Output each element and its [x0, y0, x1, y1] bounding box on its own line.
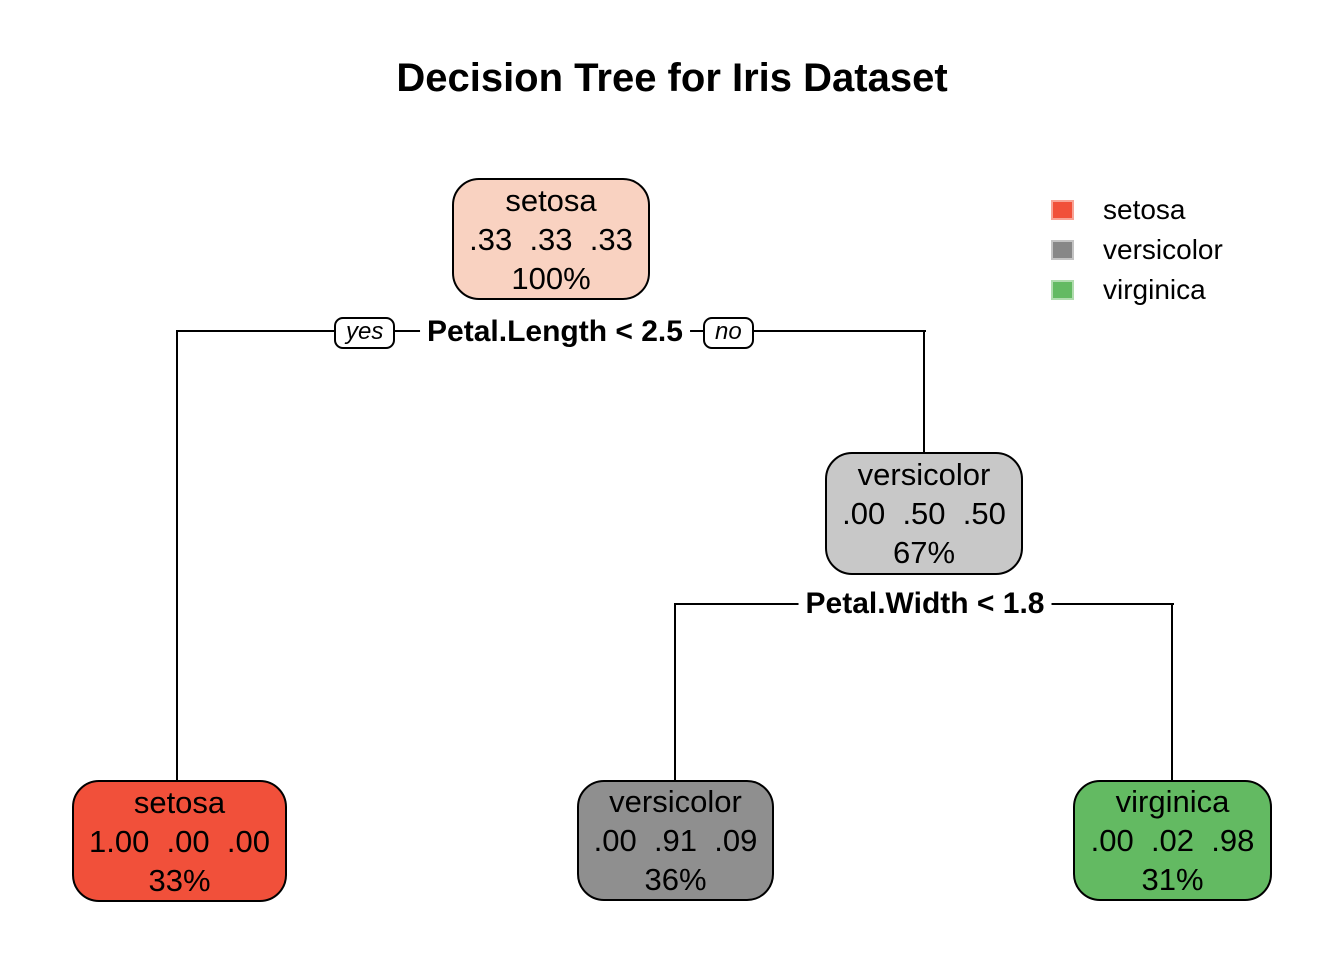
versicolor-color-swatch-icon	[1051, 240, 1074, 260]
edge-split2-left-vertical	[674, 603, 676, 780]
node-class-label: setosa	[505, 182, 597, 218]
node-coverage: 31%	[1141, 862, 1204, 897]
edge-split2-right-vertical	[1171, 603, 1173, 780]
setosa-color-swatch-icon	[1051, 200, 1074, 220]
node-class-label: setosa	[133, 784, 226, 820]
edge-no-branch-vertical	[923, 330, 925, 453]
legend-label: versicolor	[1103, 234, 1223, 265]
node-probabilities: .33 .33 .33	[469, 221, 633, 257]
split1-condition: Petal.Length < 2.5	[420, 316, 690, 348]
node-probabilities: .00 .91 .09	[593, 823, 758, 858]
node-probabilities: 1.00 .00 .00	[89, 823, 270, 859]
tree-node-internal-versicolor: versicolor .00 .50 .50 67%	[825, 452, 1023, 575]
legend-label: virginica	[1103, 274, 1206, 305]
legend-item-versicolor: versicolor	[1051, 230, 1223, 270]
node-coverage: 36%	[644, 862, 707, 897]
no-branch-label: no	[703, 317, 754, 349]
yes-branch-label: yes	[334, 317, 396, 349]
legend: setosa versicolor virginica	[1051, 190, 1223, 310]
node-probabilities: .00 .50 .50	[842, 496, 1006, 531]
node-class-label: versicolor	[609, 784, 742, 819]
node-probabilities: .00 .02 .98	[1090, 823, 1255, 858]
virginica-color-swatch-icon	[1051, 280, 1074, 300]
node-coverage: 33%	[148, 862, 211, 898]
legend-item-virginica: virginica	[1051, 270, 1223, 310]
node-coverage: 67%	[892, 535, 956, 570]
split2-condition: Petal.Width < 1.8	[798, 588, 1052, 620]
tree-leaf-virginica: virginica .00 .02 .98 31%	[1073, 780, 1272, 901]
tree-node-root: setosa .33 .33 .33 100%	[452, 178, 650, 300]
tree-leaf-versicolor: versicolor .00 .91 .09 36%	[577, 780, 774, 901]
legend-label: setosa	[1103, 194, 1186, 225]
edge-yes-branch-vertical	[176, 330, 178, 780]
node-class-label: versicolor	[857, 457, 991, 492]
node-class-label: virginica	[1115, 784, 1230, 819]
node-coverage: 100%	[511, 260, 591, 296]
tree-leaf-setosa: setosa 1.00 .00 .00 33%	[72, 780, 287, 902]
plot-title: Decision Tree for Iris Dataset	[396, 56, 948, 100]
legend-item-setosa: setosa	[1051, 190, 1223, 230]
